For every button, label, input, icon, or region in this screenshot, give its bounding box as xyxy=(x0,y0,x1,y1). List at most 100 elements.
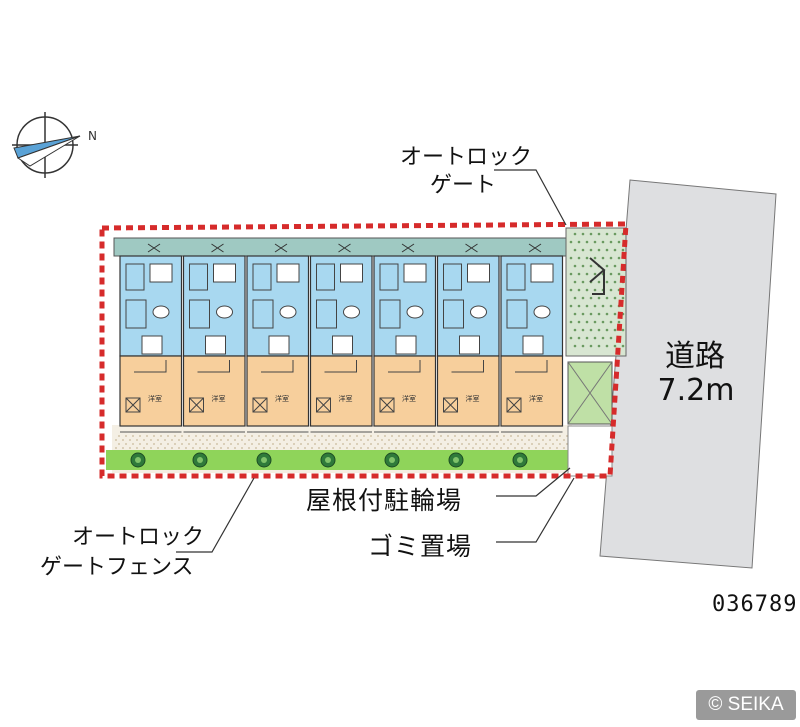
paving-dot xyxy=(223,443,225,445)
planting-dot xyxy=(601,240,605,244)
planting-dot xyxy=(609,272,613,276)
unit-partition xyxy=(197,360,230,373)
paving-dot xyxy=(405,435,407,437)
unit-room-label: 洋室 xyxy=(212,394,226,403)
unit-entry xyxy=(379,263,399,291)
paving-dot xyxy=(367,439,369,441)
paving-dot xyxy=(153,443,155,445)
unit-toilet xyxy=(276,263,300,283)
hedge-row xyxy=(106,450,568,470)
paving-dot xyxy=(146,443,148,445)
paving-dot xyxy=(276,439,278,441)
paving-dot xyxy=(458,439,460,441)
paving-dot xyxy=(353,439,355,441)
paving-dot xyxy=(507,447,509,449)
planting-dot xyxy=(569,336,573,340)
paving-dot xyxy=(479,447,481,449)
unit-entry xyxy=(316,263,335,291)
paving-dot xyxy=(461,443,463,445)
paving-dot xyxy=(556,447,558,449)
paving-dot xyxy=(248,439,250,441)
tree-center xyxy=(325,457,331,463)
paving-dot xyxy=(314,443,316,445)
planting-dot xyxy=(617,240,621,244)
planting-dot xyxy=(573,280,577,284)
planting-dot xyxy=(585,240,589,244)
paving-dot xyxy=(160,443,162,445)
paving-dot xyxy=(223,435,225,437)
unit-roof-mark xyxy=(465,243,478,253)
planting-dot xyxy=(585,256,589,260)
planting-dot xyxy=(617,256,621,260)
paving-dot xyxy=(524,443,526,445)
unit-room xyxy=(182,355,246,427)
planting-dot xyxy=(613,344,617,348)
paving-dot xyxy=(237,443,239,445)
paving-dot xyxy=(290,439,292,441)
paving-dot xyxy=(265,443,267,445)
paving-dot xyxy=(335,443,337,445)
paving-dot xyxy=(370,435,372,437)
paving-dot xyxy=(489,435,491,437)
paving-dot xyxy=(283,447,285,449)
unit-toilet xyxy=(530,263,554,283)
paving-dot xyxy=(451,439,453,441)
paving-dot xyxy=(311,439,313,441)
paving-dot xyxy=(517,443,519,445)
paving-dot xyxy=(164,447,166,449)
paving-dot xyxy=(528,447,530,449)
gate-top-label-line2: ゲート xyxy=(430,173,497,198)
planting-dot xyxy=(609,240,613,244)
paving-dot xyxy=(314,435,316,437)
planting-dot xyxy=(609,336,613,340)
paving-dot xyxy=(461,435,463,437)
planting-dot xyxy=(601,304,605,308)
unit-room xyxy=(246,355,310,427)
unit-closet-mark xyxy=(316,397,331,413)
paving-dot xyxy=(276,447,278,449)
planting-dot xyxy=(605,344,609,348)
paving-dot xyxy=(164,439,166,441)
parking-label: 屋根付駐輪場 xyxy=(306,486,463,515)
paving-dot xyxy=(279,435,281,437)
paving-dot xyxy=(297,439,299,441)
planting-dot xyxy=(593,320,597,324)
paving-dot xyxy=(412,443,414,445)
paving-dot xyxy=(535,447,537,449)
paving-dot xyxy=(381,439,383,441)
paving-dot xyxy=(178,447,180,449)
paving-dot xyxy=(339,439,341,441)
paving-dot xyxy=(195,435,197,437)
planting-dot xyxy=(597,280,601,284)
paving-dot xyxy=(234,447,236,449)
planting-dot xyxy=(597,312,601,316)
unit-entry xyxy=(125,263,145,291)
paving-dot xyxy=(293,435,295,437)
paving-dot xyxy=(531,443,533,445)
garbage-label: ゴミ置場 xyxy=(368,532,473,561)
unit-room xyxy=(309,355,373,427)
paving-dot xyxy=(465,447,467,449)
planting-dot xyxy=(569,320,573,324)
paving-dot xyxy=(493,447,495,449)
paving-dot xyxy=(297,447,299,449)
paving-dot xyxy=(157,439,159,441)
paving-dot xyxy=(552,435,554,437)
paving-dot xyxy=(486,439,488,441)
planting-dot xyxy=(573,264,577,268)
unit: 洋室 xyxy=(500,243,564,433)
unit-closet xyxy=(125,397,141,413)
paving-dot xyxy=(171,447,173,449)
road-label-width: 7.2m xyxy=(657,373,735,408)
paving-dot xyxy=(363,443,365,445)
planting-dot xyxy=(585,288,589,292)
gate-top-leader xyxy=(494,169,567,226)
paving-dot xyxy=(531,435,533,437)
paving-dot xyxy=(118,435,120,437)
paving-dot xyxy=(199,439,201,441)
paving-dot xyxy=(545,443,547,445)
paving-dot xyxy=(129,447,131,449)
planting-dot xyxy=(597,232,601,236)
unit-bath xyxy=(125,299,147,329)
paving-dot xyxy=(363,435,365,437)
